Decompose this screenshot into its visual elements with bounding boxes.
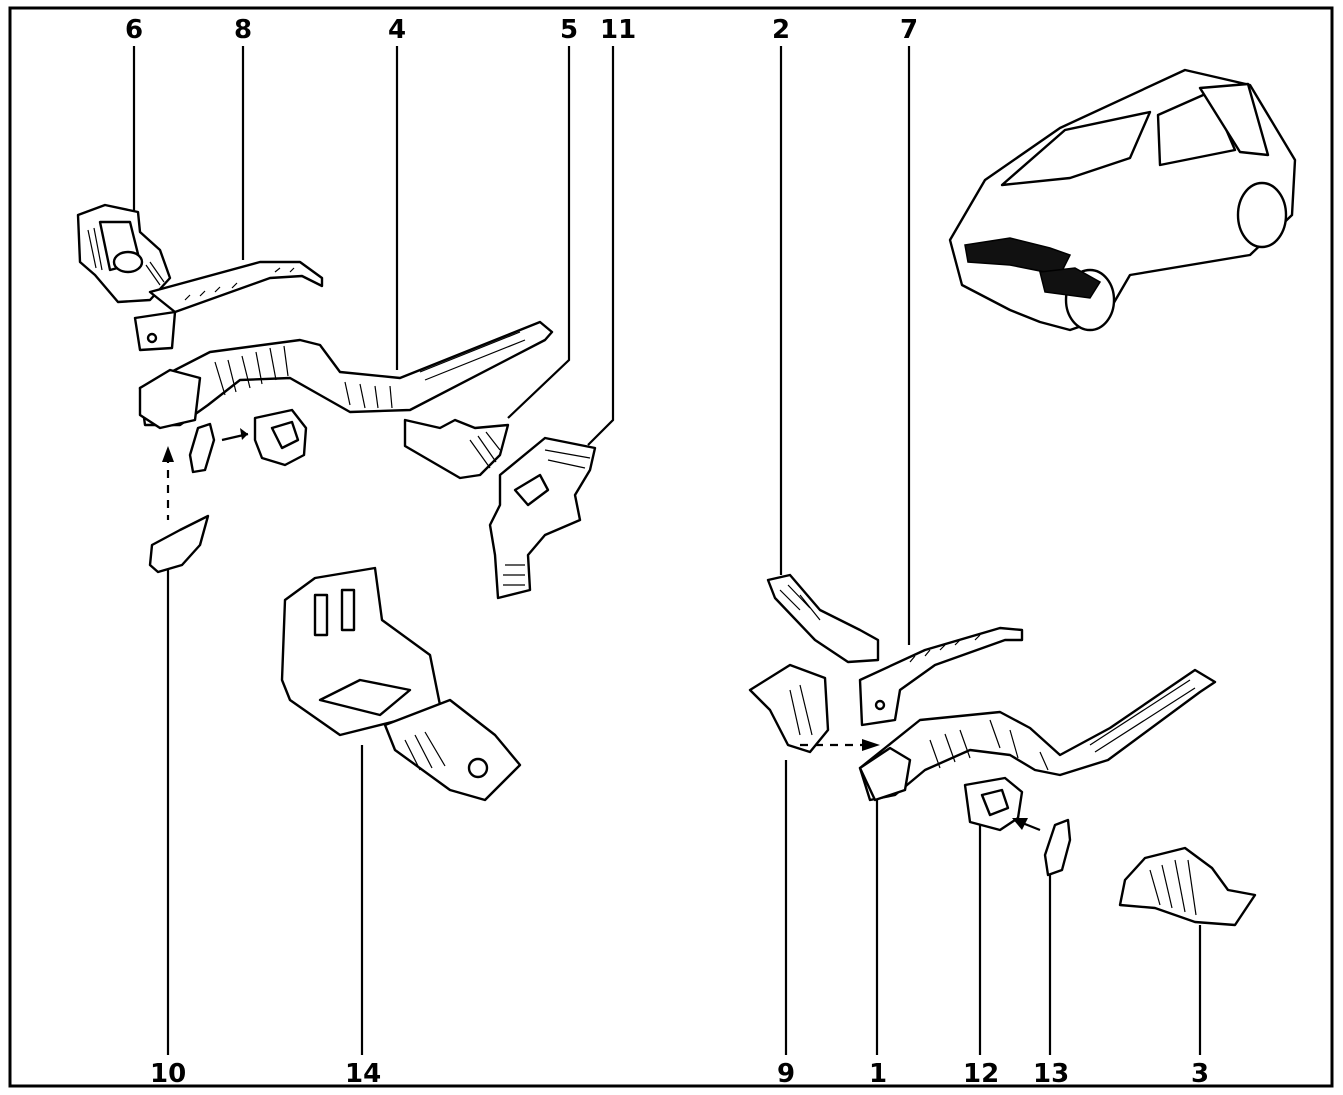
label-6: 6 (125, 15, 143, 45)
part-7-upper-rail (858, 626, 1024, 727)
label-10: 10 (150, 1059, 186, 1089)
part-8-upper-rail (133, 260, 324, 352)
label-13: 13 (1033, 1059, 1069, 1089)
part-9-bracket (748, 663, 830, 754)
label-3: 3 (1191, 1059, 1209, 1089)
leader-lines (132, 46, 1202, 1055)
part-3-strut-mount (1118, 846, 1257, 927)
part-13-small-bracket-left (188, 422, 249, 474)
diagram-frame (8, 6, 1334, 1088)
part-14-battery-tray (280, 566, 522, 802)
label-11: 11 (600, 15, 636, 45)
part-12-bracket-left (253, 408, 308, 467)
label-12: 12 (963, 1059, 999, 1089)
label-8: 8 (234, 15, 252, 45)
part-6-strut-mount (76, 203, 172, 304)
part-11-inner-bracket (488, 436, 597, 600)
part-13-small-bracket-right (1043, 818, 1072, 877)
part-2-rail-piece (766, 573, 880, 664)
part-4-side-rail (138, 320, 554, 430)
car-illustration (948, 68, 1297, 332)
arrow-10 (162, 446, 174, 462)
label-5: 5 (560, 15, 578, 45)
arrow-13-12 (1012, 818, 1028, 830)
arrow-9-1 (862, 739, 880, 751)
label-7: 7 (900, 15, 918, 45)
label-9: 9 (777, 1059, 795, 1089)
label-1: 1 (869, 1059, 887, 1089)
part-12-bracket-right (963, 776, 1024, 832)
label-4: 4 (388, 15, 406, 45)
label-14: 14 (345, 1059, 381, 1089)
part-10-bracket (148, 514, 210, 574)
label-2: 2 (772, 15, 790, 45)
leader-5 (507, 46, 571, 419)
part-5-gusset (403, 418, 510, 480)
part-1-side-rail (858, 668, 1217, 802)
leader-11 (587, 46, 615, 446)
